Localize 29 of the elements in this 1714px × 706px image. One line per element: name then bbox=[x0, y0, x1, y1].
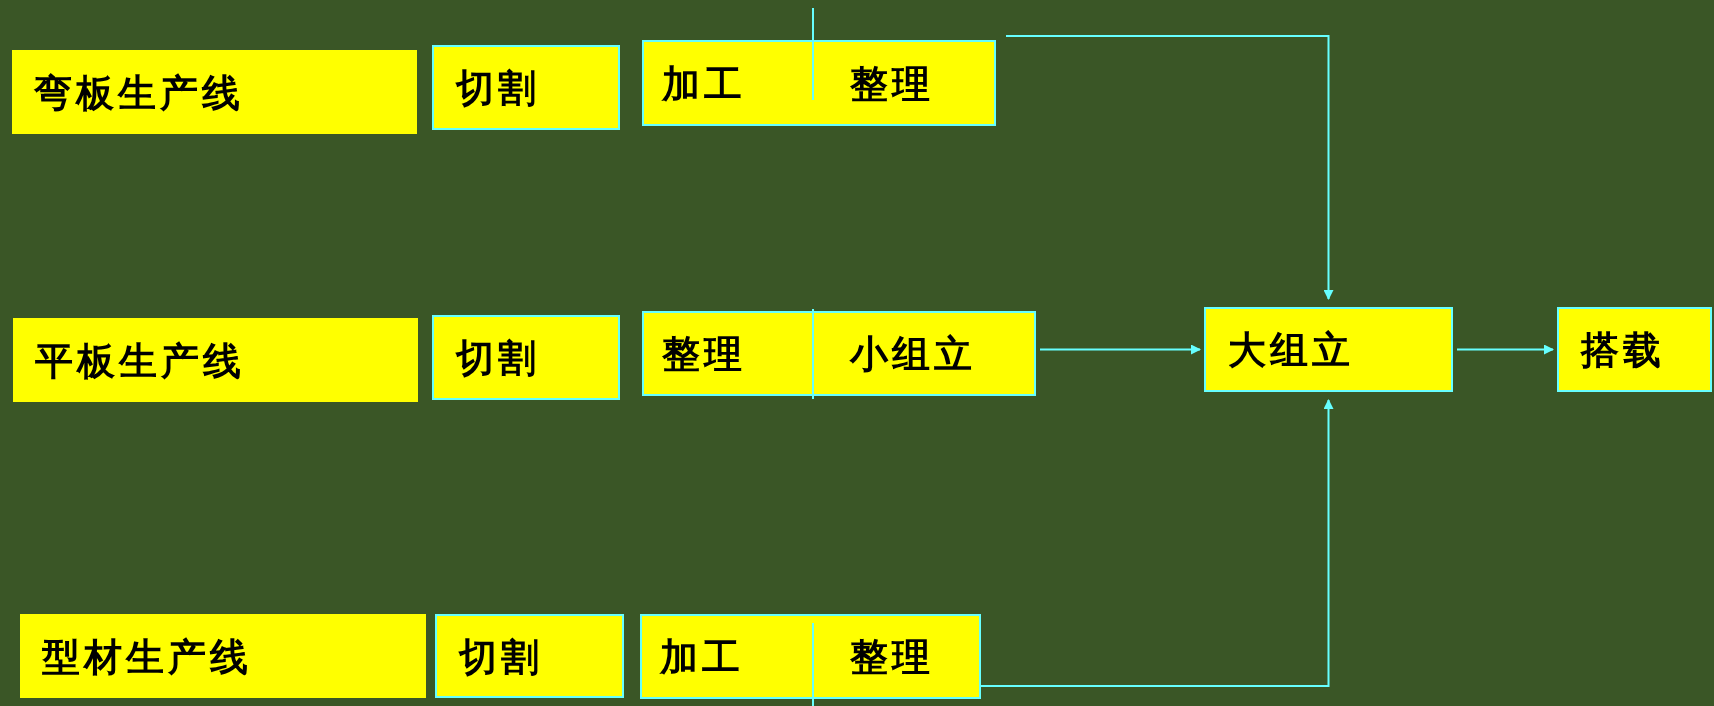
arrow bbox=[980, 399, 1334, 687]
box-label: 小组立 bbox=[850, 330, 976, 378]
box-label: 平板生产线 bbox=[35, 336, 245, 385]
box-label: 加工 bbox=[660, 633, 744, 681]
box-label: 整理 bbox=[850, 59, 934, 108]
process-box bbox=[1204, 307, 1453, 392]
box-label: 加工 bbox=[662, 59, 746, 108]
box-label: 切割 bbox=[456, 64, 540, 112]
process-box bbox=[435, 614, 624, 698]
arrow bbox=[1456, 344, 1554, 355]
process-box bbox=[12, 50, 417, 134]
box-label: 大组立 bbox=[1228, 326, 1354, 374]
box-label: 整理 bbox=[850, 633, 934, 681]
box-label: 切割 bbox=[459, 632, 543, 681]
arrow bbox=[1005, 35, 1334, 300]
process-box bbox=[1557, 307, 1712, 392]
process-box bbox=[13, 318, 418, 402]
process-box bbox=[642, 40, 996, 126]
box-label: 弯板生产线 bbox=[34, 68, 244, 117]
process-box bbox=[640, 614, 981, 699]
process-box bbox=[432, 45, 620, 130]
process-box bbox=[642, 311, 1036, 396]
box-label: 型材生产线 bbox=[42, 632, 252, 681]
process-box bbox=[432, 315, 620, 400]
process-box bbox=[20, 614, 426, 698]
box-label: 切割 bbox=[456, 334, 540, 382]
arrow bbox=[1039, 344, 1201, 355]
box-label: 整理 bbox=[662, 330, 746, 378]
box-label: 搭载 bbox=[1581, 326, 1665, 374]
